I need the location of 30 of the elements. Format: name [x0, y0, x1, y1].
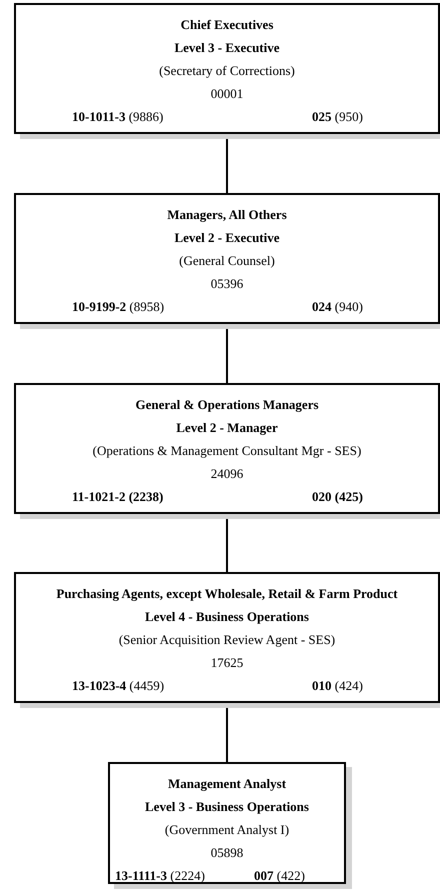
job-level: Level 3 - Business Operations — [145, 799, 309, 815]
job-title: Management Analyst — [168, 776, 286, 792]
job-title: Purchasing Agents, except Wholesale, Retail & Farm Product — [56, 586, 398, 602]
pay-grade-code: 024 (940) — [312, 299, 363, 315]
occupation-code: 13-1111-3 (2224) — [115, 868, 205, 884]
position-title: (Operations & Management Consultant Mgr - SES) — [92, 443, 362, 459]
position-number: 17625 — [210, 655, 244, 671]
position-number: 24096 — [210, 466, 244, 482]
job-title: Managers, All Others — [167, 207, 287, 223]
job-title: Chief Executives — [180, 17, 274, 33]
pay-grade-code: 025 (950) — [312, 109, 363, 125]
position-title: (General Counsel) — [179, 253, 275, 269]
job-level: Level 3 - Executive — [174, 40, 280, 56]
job-title: General & Operations Managers — [135, 397, 319, 413]
position-title: (Senior Acquisition Review Agent - SES) — [118, 632, 336, 648]
position-title: (Government Analyst I) — [164, 822, 290, 838]
pay-grade-code: 007 (422) — [254, 868, 305, 884]
job-level: Level 2 - Manager — [176, 420, 278, 436]
pay-grade-code: 010 (424) — [312, 678, 363, 694]
occupation-code: 10-1011-3 (9886) — [72, 109, 164, 125]
position-number: 05898 — [210, 845, 244, 861]
position-number: 00001 — [210, 86, 244, 102]
position-number: 05396 — [210, 276, 244, 292]
occupation-code: 11-1021-2 (2238) — [72, 489, 164, 505]
occupation-code: 10-9199-2 (8958) — [72, 299, 164, 315]
position-title: (Secretary of Corrections) — [159, 63, 295, 79]
job-level: Level 2 - Executive — [174, 230, 280, 246]
occupation-code: 13-1023-4 (4459) — [72, 678, 164, 694]
pay-grade-code: 020 (425) — [312, 489, 363, 505]
job-level: Level 4 - Business Operations — [145, 609, 309, 625]
